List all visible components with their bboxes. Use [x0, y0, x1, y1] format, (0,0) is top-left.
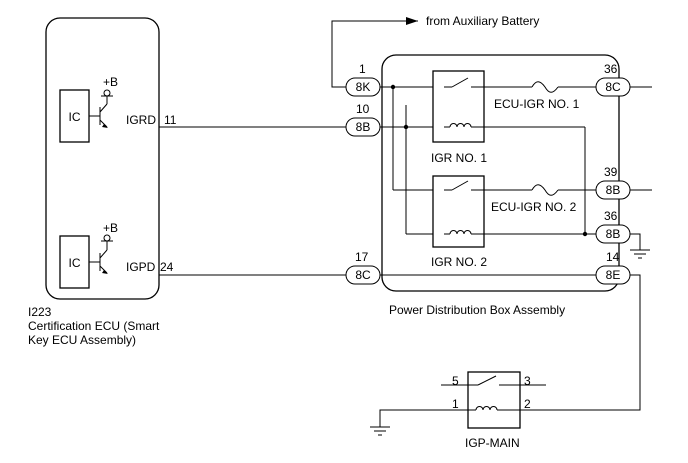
certification-ecu: IC +B IGRD 11 IC +B IGPD 24 I223 Certifi…: [28, 17, 177, 347]
connector-8k-pin: 1: [359, 62, 366, 76]
fuse-ecu-igr1-icon: [531, 81, 559, 93]
ic-upper-label: IC: [69, 110, 81, 124]
ic-upper-box: [59, 89, 90, 143]
igp-main-box: [467, 371, 521, 429]
connector-8b-ground: [595, 224, 631, 244]
fuse-ecu-igr2-icon: [531, 184, 559, 196]
connector-8b-mid-code: 8B: [606, 183, 621, 197]
connector-8e: [595, 265, 631, 285]
relay-igr2-box: [432, 175, 485, 248]
connector-8e-code: 8E: [606, 268, 621, 282]
connector-8c-left: [345, 265, 381, 285]
aux-battery-label: from Auxiliary Battery: [426, 14, 539, 28]
wires: [106, 17, 652, 427]
connectors: 8K 1 8B 10 8C 17 8C 36 8B 39 8B 36 8E 14: [345, 62, 631, 285]
relay-igr2-label: IGR NO. 2: [431, 255, 487, 269]
connector-8k: [345, 77, 381, 97]
pdb-outline: [381, 54, 620, 292]
ecu-outline: [45, 17, 160, 300]
connector-8k-code: 8K: [356, 80, 371, 94]
fuse-ecu-igr2-label: ECU-IGR NO. 2: [491, 200, 577, 214]
aux-arrow-icon: [406, 17, 418, 25]
connector-8b-mid: [595, 180, 631, 200]
igp-main-relay: 5 3 1 2 IGP-MAIN: [452, 371, 531, 450]
connector-8b-left-pin: 10: [356, 102, 370, 116]
igp-main-pin3: 3: [524, 374, 531, 388]
relay-igr1-box: [432, 70, 485, 143]
connector-8b-ground-code: 8B: [606, 227, 621, 241]
ground-icon: [370, 426, 390, 436]
igp-main-pin2: 2: [524, 397, 531, 411]
fuse-ecu-igr1-label: ECU-IGR NO. 1: [494, 97, 580, 111]
wire-aux-battery: [331, 20, 418, 88]
pdb-name-label: Power Distribution Box Assembly: [389, 303, 565, 317]
ecu-id-label: I223: [28, 305, 52, 319]
relay-igr1-label: IGR NO. 1: [431, 151, 487, 165]
supply-upper-label: +B: [103, 75, 118, 89]
igpd-signal-label: IGPD: [126, 260, 156, 274]
connector-8b-left: [345, 117, 381, 137]
igp-main-pin1: 1: [452, 397, 459, 411]
ecu-name-line2: Key ECU Assembly): [28, 333, 136, 347]
connector-8c-left-pin: 17: [355, 250, 369, 264]
connector-8c-right-code: 8C: [605, 80, 621, 94]
igrd-signal-label: IGRD: [126, 113, 156, 127]
igp-main-pin5: 5: [452, 374, 459, 388]
connector-8b-mid-pin: 39: [604, 165, 618, 179]
connector-8c-right: [595, 77, 631, 97]
igp-main-label: IGP-MAIN: [465, 436, 520, 450]
supply-lower-label: +B: [103, 221, 118, 235]
connector-8c-right-pin: 36: [604, 62, 618, 76]
ecu-name-line1: Certification ECU (Smart: [28, 319, 160, 333]
wire-8e-igp: [520, 274, 641, 411]
ic-lower-label: IC: [69, 256, 81, 270]
connector-8e-pin: 14: [606, 250, 620, 264]
igrd-pin-label: 11: [164, 113, 177, 127]
connector-8b-ground-pin: 36: [604, 209, 618, 223]
igpd-pin-label: 24: [160, 260, 174, 274]
connector-8c-left-code: 8C: [355, 268, 371, 282]
connector-8b-left-code: 8B: [356, 120, 371, 134]
power-distribution-box: IGR NO. 1 IGR NO. 2 ECU-IGR NO. 1 ECU-IG…: [381, 54, 620, 317]
ic-lower-box: [59, 235, 90, 289]
ground-icon: [630, 249, 650, 259]
